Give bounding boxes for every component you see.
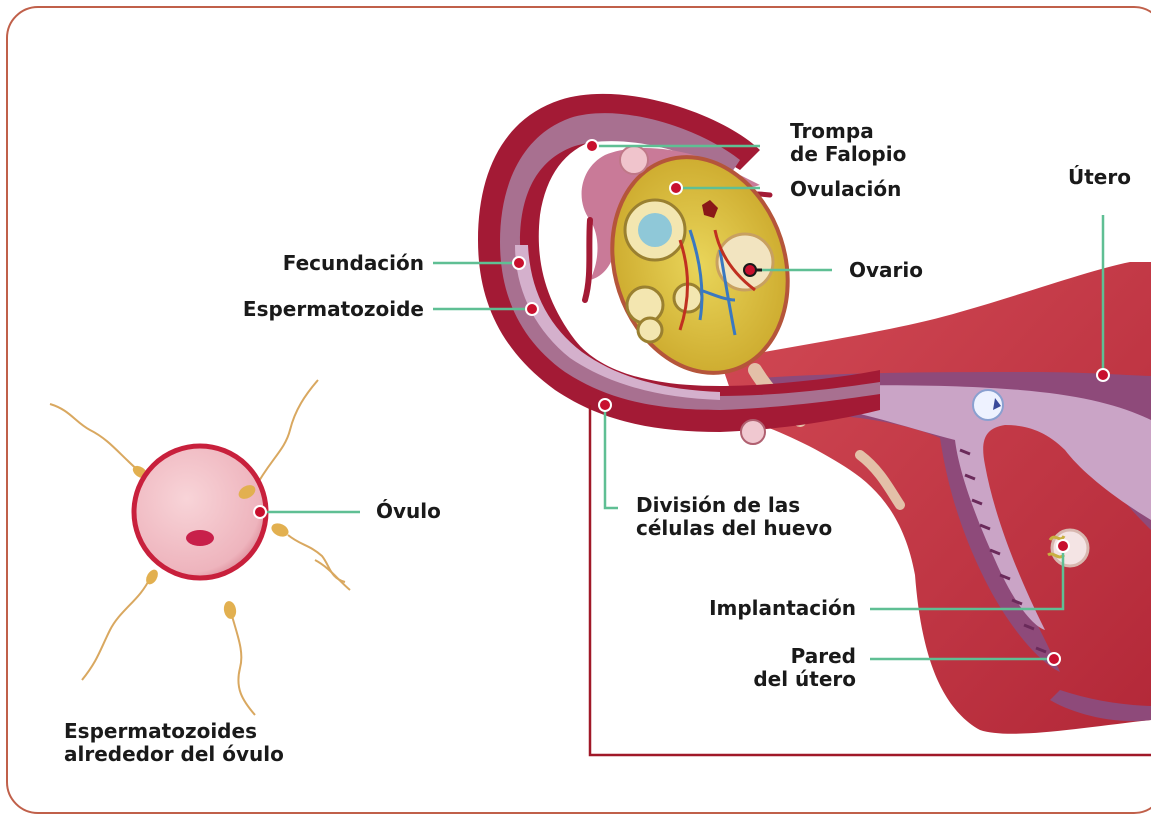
label-implantacion: Implantación <box>640 597 856 620</box>
dot-fecundacion <box>513 257 525 269</box>
dot-ovulo <box>254 506 266 518</box>
dot-espermatozoide <box>526 303 538 315</box>
dot-implantacion <box>1057 540 1069 552</box>
label-fecundacion: Fecundación <box>236 252 424 275</box>
dot-ovulacion <box>670 182 682 194</box>
sperm-4 <box>82 578 150 680</box>
sperm-1 <box>50 404 140 472</box>
released-ovum <box>620 146 648 174</box>
label-espermatozoide: Espermatozoide <box>200 298 424 321</box>
follicle-antrum <box>638 213 672 247</box>
sperm-head <box>223 600 238 620</box>
label-trompa-de-falopio: Trompa de Falopio <box>790 120 906 166</box>
leader-division <box>605 405 618 508</box>
dot-pared <box>1048 653 1060 665</box>
label-ovulacion: Ovulación <box>790 178 901 201</box>
dot-trompa <box>586 140 598 152</box>
sperm-3 <box>288 535 345 582</box>
label-division-celulas: División de las células del huevo <box>636 494 832 540</box>
dot-ovario <box>744 264 756 276</box>
sperm-head <box>269 521 290 539</box>
follicle <box>638 318 662 342</box>
fimbria-finger <box>585 220 590 300</box>
dot-utero <box>1097 369 1109 381</box>
label-ovulo: Óvulo <box>376 500 441 523</box>
label-espermatozoides-alrededor: Espermatozoides alrededor del óvulo <box>64 720 284 766</box>
ovum-cell <box>134 446 266 578</box>
sperm-2 <box>255 380 318 488</box>
ovum-with-sperm <box>50 380 350 715</box>
ovum-nucleus <box>186 530 214 546</box>
dot-division <box>599 399 611 411</box>
label-pared-del-utero: Pared del útero <box>740 645 856 691</box>
sperm-5 <box>230 608 255 715</box>
label-ovario: Ovario <box>849 259 923 282</box>
dividing-egg <box>741 420 765 444</box>
label-utero: Útero <box>1068 166 1131 189</box>
